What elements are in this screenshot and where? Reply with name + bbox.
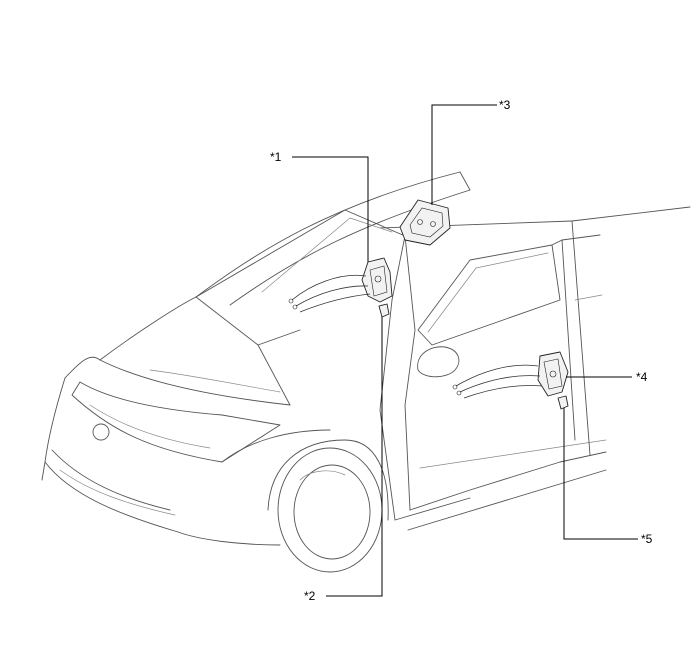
front-door-lock-part <box>288 257 393 313</box>
overhead-module-part <box>399 199 451 246</box>
rear-door-lock-part <box>452 351 569 399</box>
callout-label-3: *3 <box>499 98 511 112</box>
leader-line-2 <box>326 317 383 597</box>
callout-label-1: *1 <box>270 150 282 164</box>
leader-line-3 <box>431 104 497 205</box>
vehicle-body-outline <box>41 171 691 573</box>
callout-label-5: *5 <box>641 532 653 546</box>
rear-door-striker-part <box>557 395 569 410</box>
front-door-striker-part <box>378 303 390 318</box>
leader-line-1 <box>292 156 369 262</box>
leader-line-5 <box>563 408 638 540</box>
callout-label-4: *4 <box>636 370 648 384</box>
callout-label-2: *2 <box>304 589 316 603</box>
